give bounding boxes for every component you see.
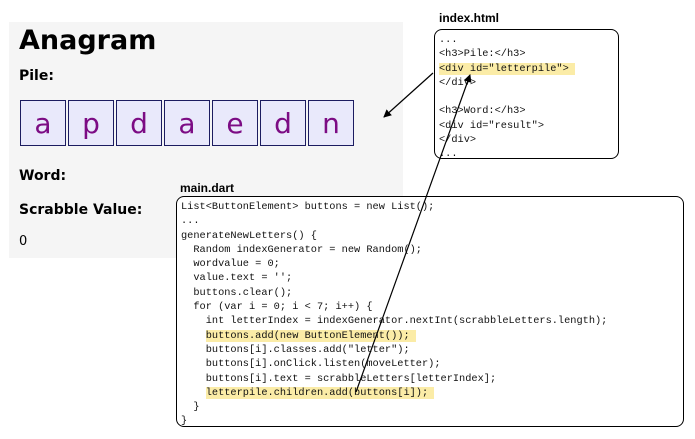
code-line: buttons[i].onClick.listen(moveLetter); [181,358,441,371]
app-title: Anagram [19,25,157,56]
letter-tile[interactable]: d [116,100,162,146]
code-line: <div id="result"> [439,119,545,132]
word-heading: Word: [19,168,67,184]
code-line: ... [439,148,458,161]
code-line: <h3>Word:</h3> [439,105,526,118]
letter-tile[interactable]: a [164,100,210,146]
dart-file-label: main.dart [180,181,235,195]
code-line: buttons[i].classes.add("letter"); [181,343,410,356]
code-line: Random indexGenerator = new Random(); [181,243,422,256]
html-code-box: ... <h3>Pile:</h3><div id="letterpile"> <… [434,29,619,161]
code-line: </div> [439,134,477,147]
code-line: wordvalue = 0; [181,258,280,271]
code-line: int letterIndex = indexGenerator.nextInt… [181,315,608,328]
code-line: ... [439,34,458,46]
letter-tile[interactable]: a [20,100,66,146]
pile-heading: Pile: [19,68,54,84]
highlighted-code: letterpile.children.add(buttons[i]); [205,386,435,399]
code-line: List<ButtonElement> buttons = new List()… [181,201,435,213]
code-line: <div id="letterpile"> [435,62,618,76]
code-line: generateNewLetters() { [181,229,317,242]
dart-code-box: List<ButtonElement> buttons = new List()… [176,196,684,427]
letter-tile[interactable]: e [212,100,258,146]
code-line: buttons.clear(); [181,286,293,299]
html-file-label: index.html [439,11,500,25]
code-line: for (var i = 0; i < 7; i++) { [181,301,373,314]
scrabble-value: 0 [19,234,28,249]
code-line: } [181,401,200,414]
code-line: buttons[i].text = scrabbleLetters[letter… [181,372,497,385]
letter-tile[interactable]: d [260,100,306,146]
code-line [435,90,618,104]
scrabble-value-heading: Scrabble Value: [19,202,143,218]
code-line: <h3>Pile:</h3> [439,48,526,61]
code-line: value.text = ''; [181,272,293,285]
code-line: buttons.add(new ButtonElement()); [177,329,683,343]
highlighted-code: buttons.add(new ButtonElement()); [205,329,416,342]
code-line: } [181,415,188,428]
letter-tile[interactable]: n [308,100,354,146]
code-line: ... [181,215,200,228]
highlighted-code: <div id="letterpile"> [439,62,575,75]
code-line: </div> [439,76,477,89]
letter-tile[interactable]: p [68,100,114,146]
code-line: letterpile.children.add(buttons[i]); [177,386,683,400]
